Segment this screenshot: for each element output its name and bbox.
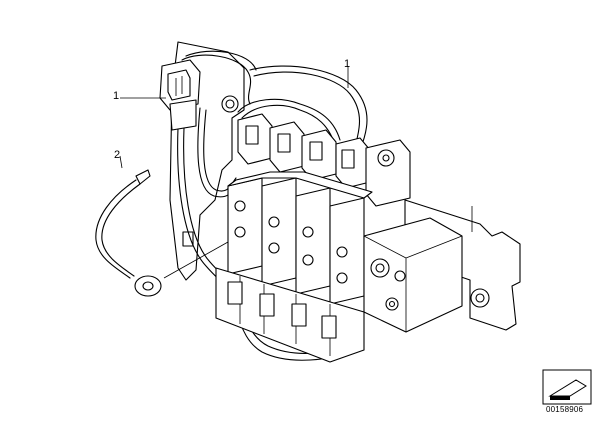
callout-1-left: 1 [113, 90, 120, 102]
document-number: 00158906 [546, 405, 584, 414]
callout-1-top: 1 [344, 58, 351, 70]
connector-housing [159, 59, 201, 131]
callout-leaders [119, 66, 349, 279]
valve-stack [215, 113, 463, 363]
ground-wire [95, 169, 162, 297]
part-reference-icon [542, 369, 592, 405]
callout-2: 2 [114, 149, 121, 161]
